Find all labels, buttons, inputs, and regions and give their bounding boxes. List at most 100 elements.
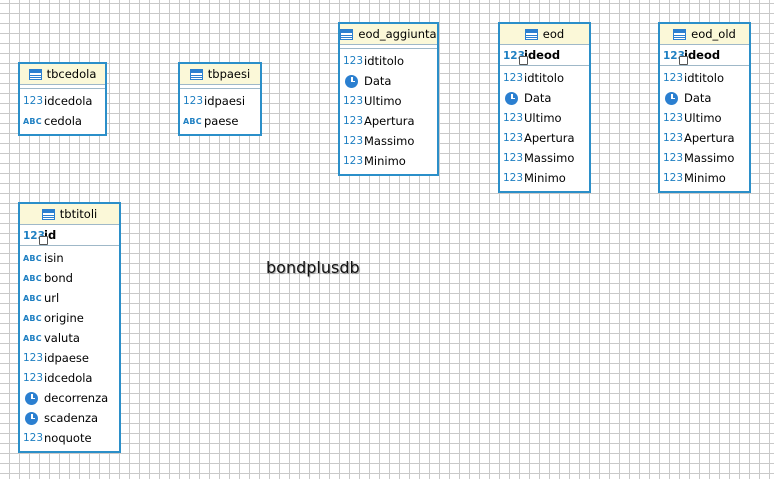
primary-key-number-icon: 123 <box>503 48 528 65</box>
table-header[interactable]: tbpaesi <box>180 64 260 85</box>
text-type-icon: ABC <box>23 293 42 303</box>
column-row[interactable]: decorrenza <box>20 388 119 408</box>
column-name: idpaese <box>44 351 89 365</box>
column-name: noquote <box>44 431 92 445</box>
text-type-icon: ABC <box>23 253 42 263</box>
column-name: Apertura <box>364 114 415 128</box>
column-row[interactable]: Data <box>340 71 437 91</box>
text-type-icon: ABC <box>23 313 42 323</box>
column-name: Ultimo <box>684 111 722 125</box>
column-name: Apertura <box>524 131 575 145</box>
column-name: Minimo <box>524 171 566 185</box>
column-name: Ultimo <box>524 111 562 125</box>
column-name: Data <box>524 91 552 105</box>
column-name: isin <box>44 251 64 265</box>
number-type-icon: 123 <box>343 115 364 127</box>
table-icon <box>673 28 687 40</box>
column-row[interactable]: Data <box>660 88 749 108</box>
datetime-type-icon <box>23 391 42 405</box>
column-name: idtitolo <box>364 54 404 68</box>
number-type-icon: 123 <box>503 112 524 124</box>
column-name: Massimo <box>524 151 575 165</box>
table-header[interactable]: eod_old <box>660 24 749 45</box>
column-separator <box>340 48 437 49</box>
column-name: idcedola <box>44 94 93 108</box>
column-row[interactable]: Data <box>500 88 589 108</box>
table-name: tbcedola <box>46 67 97 81</box>
number-type-icon: 123 <box>663 72 684 84</box>
number-type-icon: 123 <box>663 112 684 124</box>
column-row[interactable]: scadenza <box>20 408 119 428</box>
column-name: decorrenza <box>44 391 109 405</box>
column-name: Massimo <box>684 151 735 165</box>
primary-key-number-icon: 123 <box>663 48 688 65</box>
column-name: paese <box>204 114 239 128</box>
table-name: eod_aggiunta <box>358 27 437 41</box>
text-type-icon: ABC <box>23 116 42 126</box>
number-type-icon: 123 <box>663 132 684 144</box>
table-name: tbpaesi <box>207 67 251 81</box>
column-separator <box>180 88 260 89</box>
column-name: valuta <box>44 331 80 345</box>
number-type-icon: 123 <box>23 95 44 107</box>
number-type-icon: 123 <box>343 55 364 67</box>
number-type-icon: 123 <box>503 172 524 184</box>
table-header[interactable]: eod_aggiunta <box>340 24 437 45</box>
text-type-icon: ABC <box>23 273 42 283</box>
number-type-icon: 123 <box>503 132 524 144</box>
column-name: idcedola <box>44 371 93 385</box>
column-name: idtitolo <box>524 71 564 85</box>
column-name: Data <box>364 74 392 88</box>
number-type-icon: 123 <box>23 432 44 444</box>
table-header[interactable]: tbcedola <box>20 64 105 85</box>
column-name: url <box>44 291 60 305</box>
column-name: Massimo <box>364 134 415 148</box>
table-header[interactable]: eod <box>500 24 589 45</box>
table-icon <box>41 208 55 220</box>
table-header[interactable]: tbtitoli <box>20 204 119 225</box>
column-name: Minimo <box>684 171 726 185</box>
number-type-icon: 123 <box>503 72 524 84</box>
column-name: idpaesi <box>204 94 246 108</box>
number-type-icon: 123 <box>23 372 44 384</box>
